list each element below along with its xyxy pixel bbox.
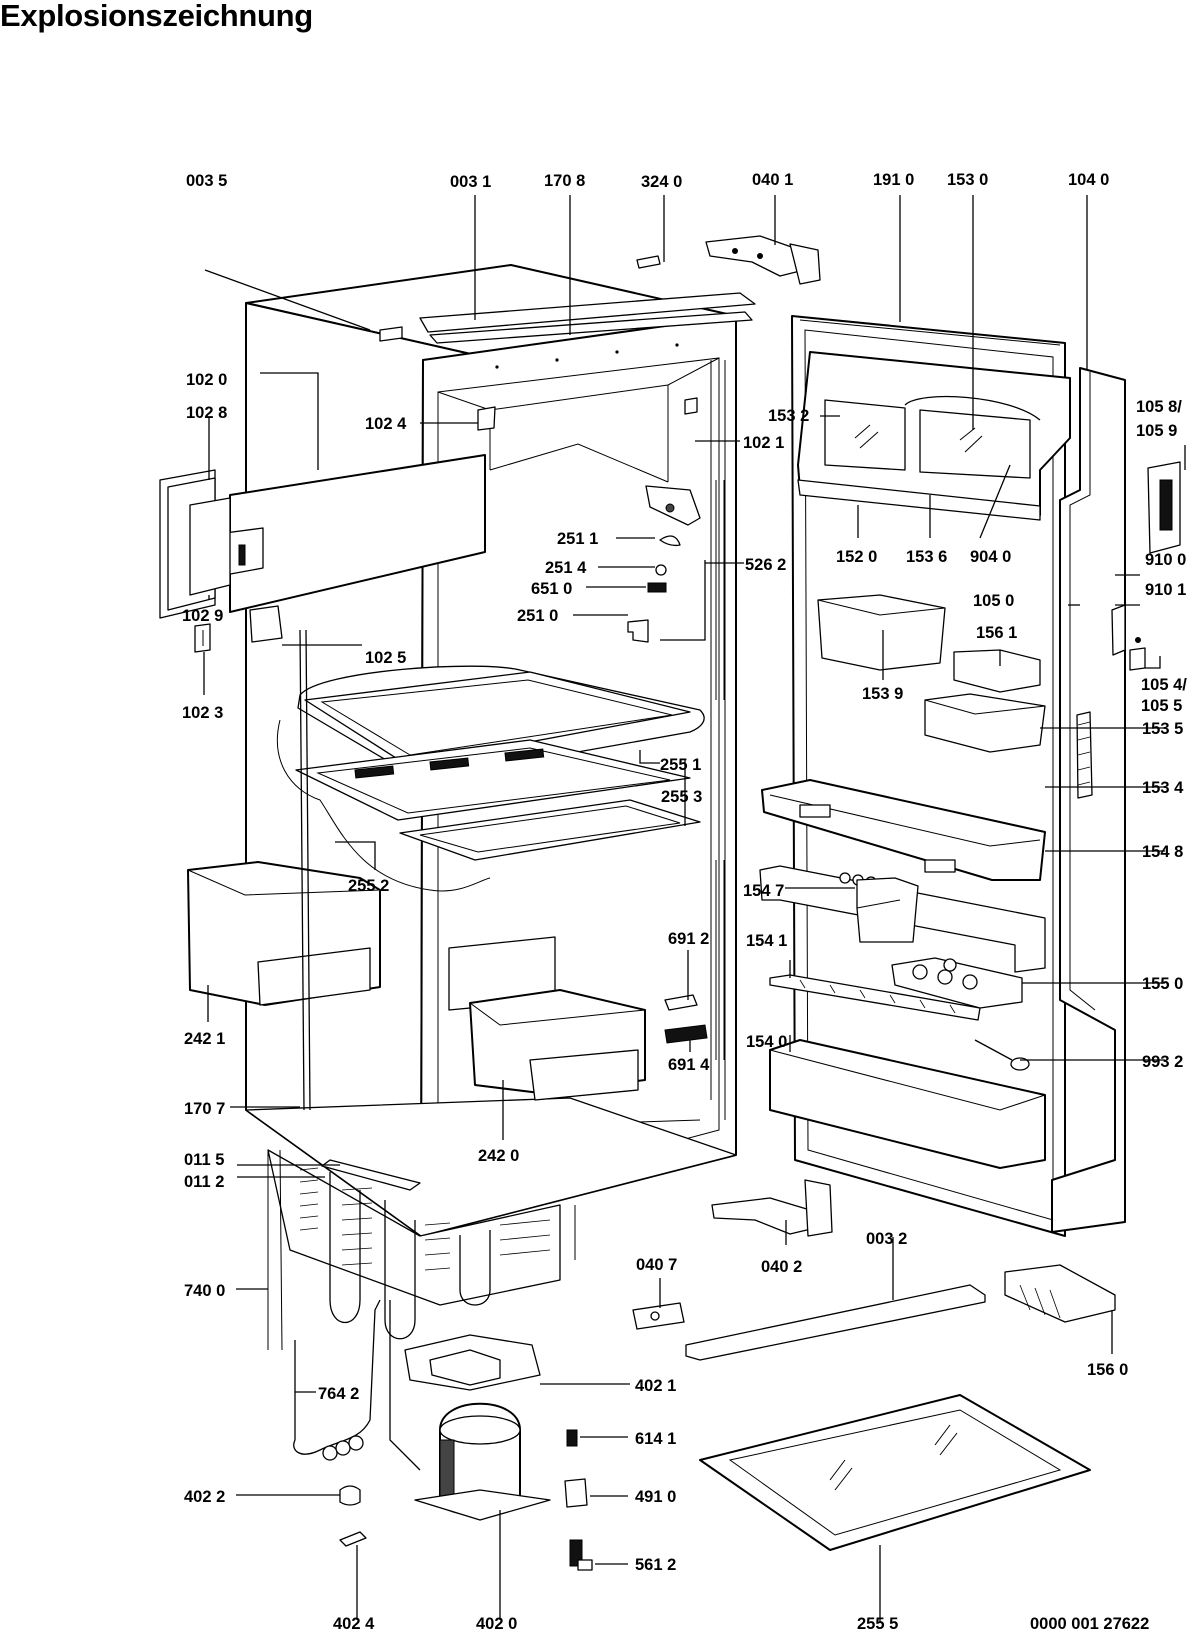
label-1054: 105 4/ (1141, 676, 1187, 694)
label-7642: 764 2 (318, 1385, 359, 1403)
label-0032: 003 2 (866, 1230, 907, 1248)
label-2552: 255 2 (348, 877, 389, 895)
label-1708: 170 8 (544, 172, 585, 190)
label-1550: 155 0 (1142, 975, 1183, 993)
label-1539: 153 9 (862, 685, 903, 703)
label-2421: 242 1 (184, 1030, 225, 1048)
glass-shelves (276, 665, 705, 892)
label-1910: 191 0 (873, 171, 914, 189)
label-1058: 105 8/ (1136, 398, 1182, 416)
label-1040: 104 0 (1068, 171, 1109, 189)
label-1020: 102 0 (186, 371, 227, 389)
door-side-parts (1076, 461, 1181, 799)
label-1023: 102 3 (182, 704, 223, 722)
leader-lines (203, 195, 1186, 1622)
freezer-compartment-door (159, 454, 486, 619)
label-0407: 040 7 (636, 1256, 677, 1274)
label-3240: 324 0 (641, 173, 682, 191)
label-1532: 153 2 (768, 407, 809, 425)
page-title: Explosionszeichnung (0, 0, 313, 33)
label-1028: 102 8 (186, 404, 227, 422)
label-1561: 156 1 (976, 624, 1017, 642)
label-2555: 255 5 (857, 1615, 898, 1630)
label-9932: 993 2 (1142, 1053, 1183, 1071)
label-1547: 154 7 (743, 882, 784, 900)
label-0031: 003 1 (450, 173, 491, 191)
bottom-loose-parts (685, 1264, 1116, 1551)
label-1540: 154 0 (746, 1033, 787, 1051)
dairy-compartment (797, 351, 1071, 521)
label-1029: 102 9 (182, 607, 223, 625)
small-parts-left (194, 397, 701, 653)
part-labels: 003 5 003 1 170 8 324 0 040 1 191 0 153 … (182, 171, 1187, 1630)
label-9100: 910 0 (1145, 551, 1186, 569)
label-4024: 402 4 (333, 1615, 375, 1630)
label-0112: 011 2 (184, 1173, 224, 1191)
label-1707: 170 7 (184, 1100, 225, 1118)
drip-parts (664, 994, 708, 1044)
label-1560: 156 0 (1087, 1361, 1128, 1379)
label-2510: 251 0 (517, 607, 558, 625)
label-9040: 904 0 (970, 548, 1011, 566)
label-1024: 102 4 (365, 415, 407, 433)
label-1055: 105 5 (1141, 697, 1182, 715)
label-1536: 153 6 (906, 548, 947, 566)
label-1535: 153 5 (1142, 720, 1183, 738)
label-1541: 154 1 (746, 932, 787, 950)
label-0115: 011 5 (184, 1151, 224, 1169)
label-5612: 561 2 (635, 1556, 676, 1574)
label-7400: 740 0 (184, 1282, 225, 1300)
label-0035: 003 5 (186, 172, 227, 190)
label-6141: 614 1 (635, 1430, 676, 1448)
label-1021: 102 1 (743, 434, 784, 452)
label-2511: 251 1 (557, 530, 598, 548)
label-1025: 102 5 (365, 649, 406, 667)
label-1059: 105 9 (1136, 422, 1177, 440)
crisper-drawers (187, 861, 646, 1101)
condenser (267, 1149, 576, 1351)
label-2514: 251 4 (545, 559, 587, 577)
label-5262: 526 2 (745, 556, 786, 574)
label-4022: 402 2 (184, 1488, 225, 1506)
label-4021: 402 1 (635, 1377, 676, 1395)
label-1534: 153 4 (1142, 779, 1184, 797)
label-0402: 040 2 (761, 1258, 802, 1276)
label-2553: 255 3 (661, 788, 702, 806)
label-2551: 255 1 (660, 756, 701, 774)
label-9101: 910 1 (1145, 581, 1186, 599)
door-bins (759, 594, 1046, 1169)
label-1050: 105 0 (973, 592, 1014, 610)
bottom-hinge (632, 1179, 833, 1330)
label-2420: 242 0 (478, 1147, 519, 1165)
label-6510: 651 0 (531, 580, 572, 598)
compressor-unit (293, 1299, 593, 1571)
pipes (299, 480, 725, 1111)
label-6914: 691 4 (668, 1056, 710, 1074)
label-1548: 154 8 (1142, 843, 1183, 861)
label-6912: 691 2 (668, 930, 709, 948)
label-1520: 152 0 (836, 548, 877, 566)
top-cover-strips (379, 255, 756, 344)
label-1530: 153 0 (947, 171, 988, 189)
label-4910: 491 0 (635, 1488, 676, 1506)
top-hinge (705, 235, 821, 285)
drawing-number: 0000 001 27622 (1030, 1615, 1149, 1630)
label-0401: 040 1 (752, 171, 793, 189)
label-4020: 402 0 (476, 1615, 517, 1630)
